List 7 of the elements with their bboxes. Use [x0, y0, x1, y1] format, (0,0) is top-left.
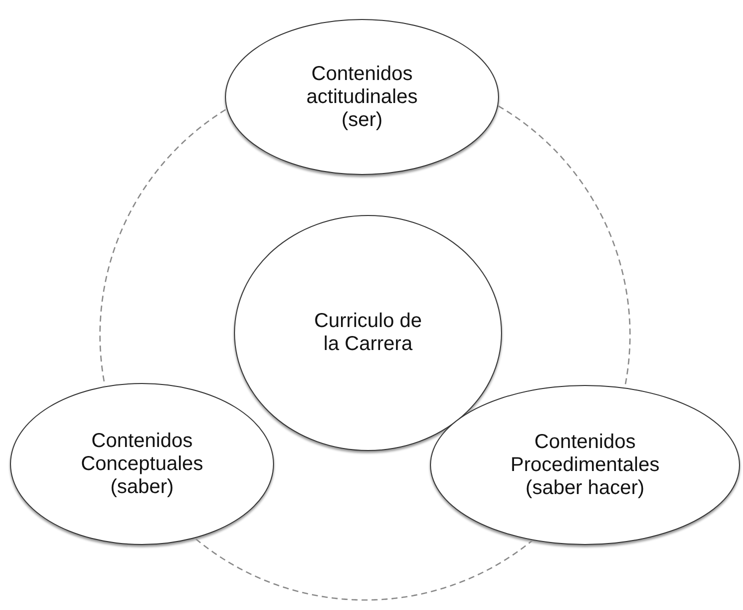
- connector-arc: [99, 109, 226, 386]
- node-label: Contenidos Conceptuales (saber): [80, 430, 204, 498]
- connector-arc: [498, 105, 631, 386]
- node-label: Contenidos Procedimentales (saber hacer): [510, 430, 660, 500]
- connector-arc: [195, 538, 533, 601]
- node-label: Curriculo de la Carrera: [313, 310, 423, 356]
- node-label: Contenidos actitudinales (ser): [305, 62, 419, 132]
